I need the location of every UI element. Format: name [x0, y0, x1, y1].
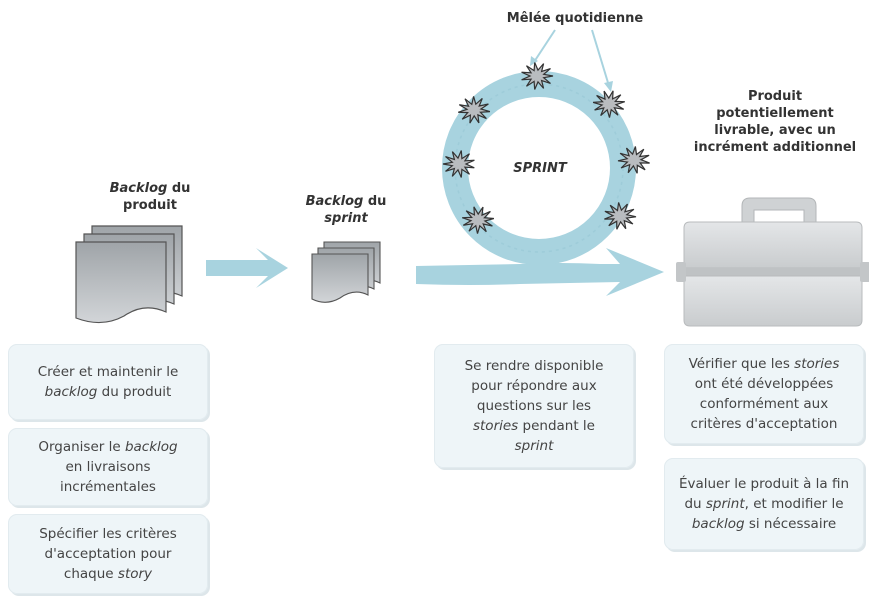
starburst-icon	[442, 150, 475, 178]
starburst-icon	[604, 202, 637, 230]
responsibility-box-verify: Vérifier que les stories ont été dévelop…	[664, 344, 864, 444]
product-backlog-label: Backlog du produit	[109, 181, 191, 213]
increment-label: Produit potentiellement livrable, avec u…	[693, 89, 857, 155]
starburst-icon	[458, 96, 491, 124]
starburst-icon	[617, 146, 650, 174]
responsibility-box-backlog: Créer et maintenir le backlog du produit	[8, 344, 208, 420]
responsibility-box-evaluate: Évaluer le produit à la fin du sprint, e…	[664, 458, 864, 550]
product-backlog-documents-icon	[75, 225, 183, 324]
starburst-icon	[521, 62, 554, 90]
sprint-label: SPRINT	[513, 161, 567, 176]
starburst-icon	[462, 206, 495, 234]
sprint-backlog-documents-icon	[311, 241, 381, 303]
daily-scrum-starbursts	[442, 62, 650, 234]
responsibility-box-criteria: Spécifier les critères d'acceptation pou…	[8, 514, 208, 594]
responsibility-box-releases: Organiser le backlog en livraisons incré…	[8, 428, 208, 506]
starburst-icon	[592, 90, 625, 118]
daily-scrum-label: Mêlée quotidienne	[506, 11, 644, 26]
sprint-backlog-label: Backlog du sprint	[305, 194, 387, 226]
flow-arrow-sprint	[416, 248, 664, 296]
daily-scrum-pointers	[530, 29, 613, 92]
flow-arrow-1	[206, 248, 288, 288]
responsibility-box-availability: Se rendre disponible pour répondre aux q…	[434, 344, 634, 468]
product-increment-toolbox-icon	[676, 197, 869, 327]
